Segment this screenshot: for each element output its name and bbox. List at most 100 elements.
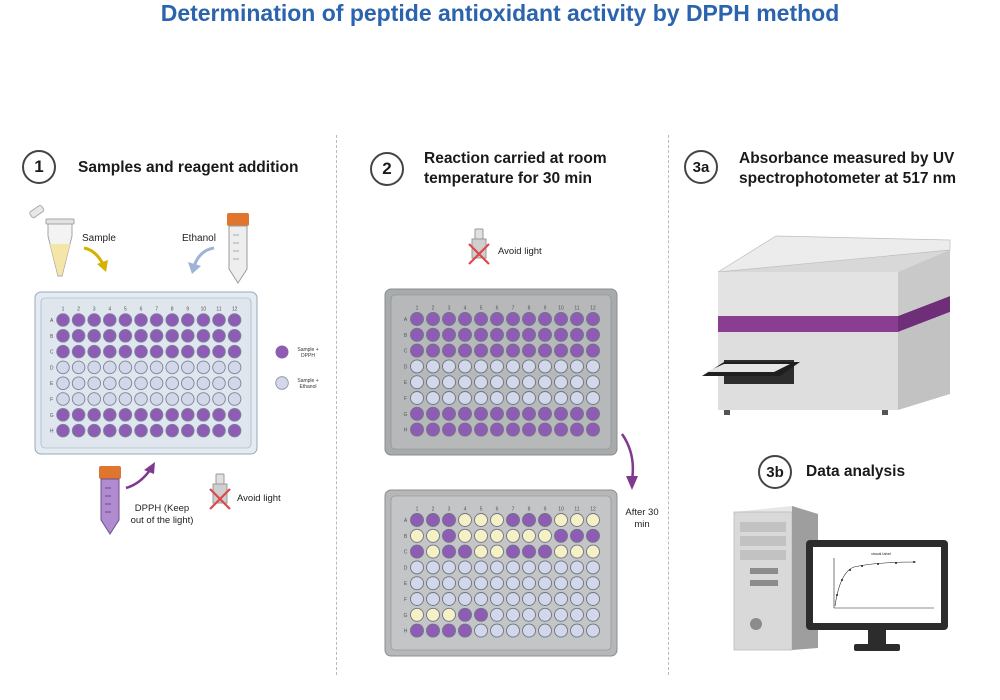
plate-well: [212, 376, 226, 390]
plate-well: [586, 391, 600, 405]
plate-well: [410, 375, 424, 390]
plate-well: [474, 607, 488, 622]
plate-well: [227, 313, 242, 327]
plate-well: [490, 406, 504, 421]
plate-well: [212, 408, 226, 422]
plate-well: [586, 327, 600, 342]
monitor-icon: visual label: [806, 540, 948, 651]
plate-row-label: B: [404, 534, 408, 540]
plate-well: [118, 376, 133, 390]
plate-well: [522, 327, 536, 342]
plate-well: [426, 343, 440, 358]
legend-dpph-swatch: [275, 345, 289, 359]
plate-well: [538, 576, 552, 591]
plate-well: [410, 592, 424, 606]
plate-well: [442, 422, 456, 437]
plate-well: [586, 513, 600, 527]
plate-well: [196, 313, 211, 327]
plate-well: [554, 343, 568, 358]
plate-well: [87, 423, 101, 438]
plate-column-label: 7: [155, 307, 158, 313]
plate-well: [474, 406, 488, 421]
plate-column-label: 1: [416, 306, 419, 312]
falcon-tube-dpph-icon: [99, 466, 121, 535]
plate-well: [538, 513, 552, 527]
plate-well: [134, 329, 148, 343]
plate-well: [522, 576, 536, 591]
plate-well: [181, 392, 195, 406]
plate-well: [165, 313, 179, 327]
plate-well: [103, 423, 117, 438]
plate-well: [506, 406, 520, 421]
plate-well: [538, 528, 552, 543]
legend-ethanol-line-1: Sample +: [297, 378, 319, 384]
plate-column-label: 12: [232, 307, 238, 313]
plate-well: [522, 513, 536, 527]
plate-well: [442, 513, 456, 527]
section-divider: [668, 135, 669, 675]
plate-well: [554, 406, 568, 421]
plate-row-label: E: [404, 380, 408, 386]
plate-well: [570, 592, 584, 606]
plate-column-label: 5: [480, 306, 483, 312]
plate-well: [506, 623, 520, 638]
avoid-light-icon: [468, 228, 490, 265]
plate-well: [586, 375, 600, 390]
plate-row-label: G: [404, 412, 408, 418]
plate-well: [490, 544, 504, 559]
plate-well: [586, 359, 600, 374]
plate-column-label: 9: [186, 307, 189, 313]
plate-well: [442, 623, 456, 638]
plate-well: [134, 408, 148, 422]
plate-well: [118, 423, 133, 438]
plate-well: [118, 329, 133, 343]
plate-well: [474, 327, 488, 342]
plate-well: [538, 623, 552, 638]
plate-well: [410, 359, 424, 374]
plate-row-label: E: [404, 581, 408, 587]
plate-well: [490, 513, 504, 527]
plate-well: [118, 408, 133, 422]
falcon-tube-ethanol-icon: [227, 213, 249, 284]
plate-well: [71, 360, 86, 375]
plate-well: [71, 408, 86, 422]
plate-well: [426, 623, 440, 638]
plate-well: [149, 408, 164, 422]
plate-well: [71, 329, 86, 343]
plate-well: [490, 327, 504, 342]
arrow-yellow-icon: [83, 246, 108, 272]
plate-well: [538, 406, 552, 421]
plate-well: [149, 360, 164, 375]
plate-column-label: 1: [416, 507, 419, 513]
legend-ethanol-swatch: [275, 376, 289, 390]
avoid-light-label: Avoid light: [498, 246, 542, 257]
plate-well: [181, 313, 195, 327]
plate-well: [570, 312, 584, 326]
plate-well: [134, 344, 148, 359]
plate-well: [570, 422, 584, 437]
plate-row-label: H: [50, 429, 54, 435]
plate-well: [442, 406, 456, 421]
plate-well: [212, 313, 226, 327]
plate-column-label: 10: [558, 507, 564, 513]
plate-well: [87, 408, 101, 422]
plate-row-label: C: [50, 350, 54, 356]
plate-well: [458, 327, 472, 342]
plate-well: [442, 391, 456, 405]
plate-well: [586, 544, 600, 559]
plate-column-label: 8: [528, 507, 531, 513]
plate-well: [522, 544, 536, 559]
plate-well: [554, 391, 568, 405]
legend-dpph-line-2: DPPH: [301, 353, 315, 359]
plate-well: [474, 560, 488, 575]
plate-well: [426, 406, 440, 421]
plate-well: [410, 312, 424, 326]
plate-well: [522, 422, 536, 437]
plate-well: [506, 513, 520, 527]
plate-well: [410, 343, 424, 358]
plate-well: [442, 327, 456, 342]
plate-well: [570, 607, 584, 622]
plate-well: [570, 406, 584, 421]
